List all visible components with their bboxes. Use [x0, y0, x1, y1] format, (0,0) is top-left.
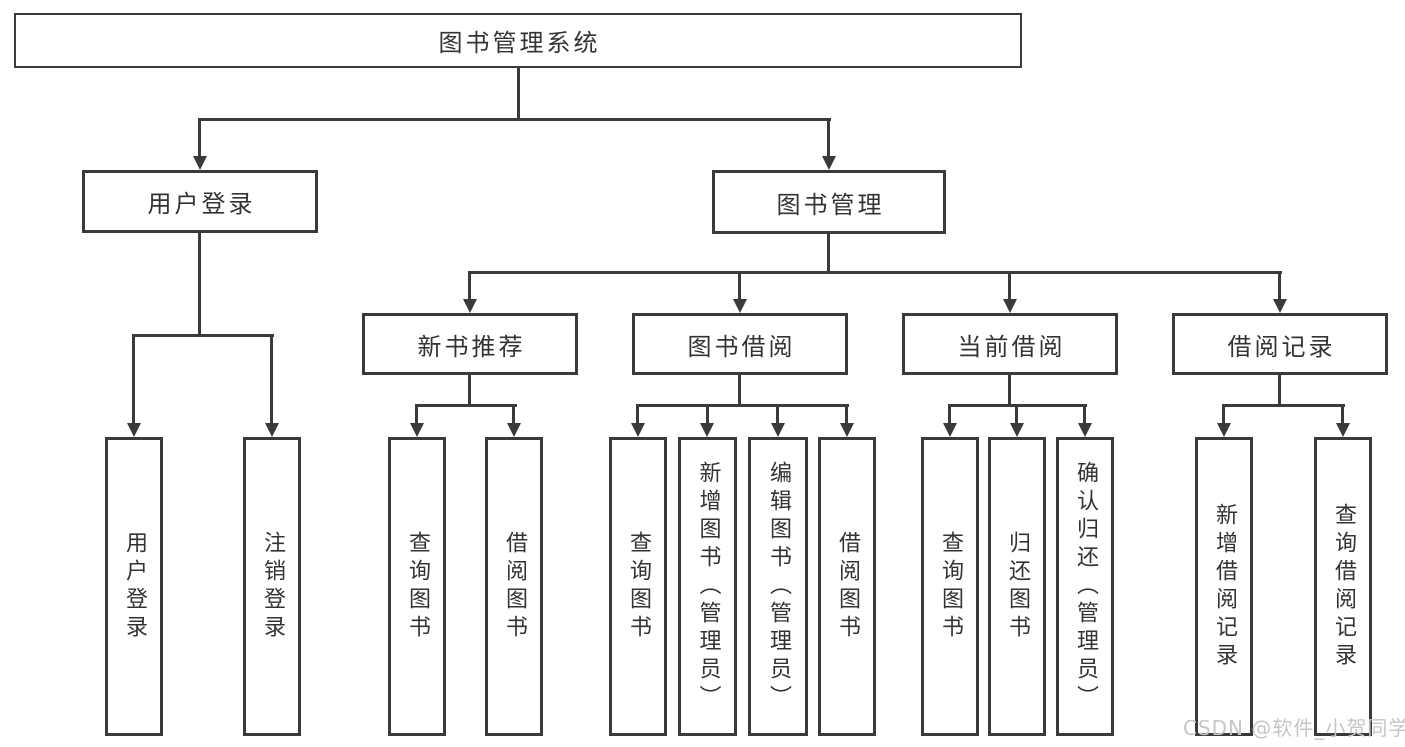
leaf-user-login: 用户登录: [105, 437, 163, 736]
connector-line: [198, 118, 201, 158]
node-label: 编辑图书（管理员）: [766, 460, 791, 713]
node-current-borrowing: 当前借阅: [902, 313, 1118, 375]
connector-line: [132, 334, 135, 426]
node-borrowing-records: 借阅记录: [1172, 313, 1388, 375]
connector-line: [1222, 404, 1345, 407]
node-label: 当前借阅: [957, 332, 1066, 361]
connector-line: [738, 375, 741, 407]
arrowhead-down-icon: [1273, 299, 1287, 313]
node-label: 新书推荐: [417, 332, 526, 361]
node-label: 查询图书: [405, 530, 430, 643]
node-label: 查询借阅记录: [1331, 502, 1356, 671]
connector-line: [468, 271, 1282, 274]
node-label: 借阅图书: [835, 530, 860, 643]
node-label: 用户登录: [122, 530, 147, 643]
arrowhead-down-icon: [193, 156, 207, 170]
connector-line: [1083, 404, 1086, 426]
node-book-borrowing: 图书借阅: [632, 313, 848, 375]
leaf-query-books-current: 查询图书: [921, 437, 979, 736]
connector-line: [415, 404, 517, 407]
node-label: 新增图书（管理员）: [695, 460, 721, 713]
node-label: 图书管理: [776, 190, 885, 219]
arrowhead-down-icon: [840, 423, 854, 437]
connector-line: [776, 404, 779, 426]
connector-line: [1008, 375, 1011, 407]
leaf-add-borrow-record: 新增借阅记录: [1195, 437, 1253, 736]
connector-line: [1278, 375, 1281, 407]
arrowhead-down-icon: [463, 299, 477, 313]
arrowhead-down-icon: [1217, 423, 1231, 437]
arrowhead-down-icon: [1010, 423, 1024, 437]
connector-line: [198, 118, 831, 121]
node-label: 查询图书: [626, 530, 651, 643]
node-new-book-recommendation: 新书推荐: [362, 313, 578, 375]
connector-line: [1008, 271, 1011, 302]
leaf-query-books-borrowing: 查询图书: [609, 437, 667, 736]
connector-line: [636, 404, 639, 426]
leaf-query-borrow-record: 查询借阅记录: [1314, 437, 1372, 736]
csdn-watermark: CSDN @软件_小贺同学: [1183, 716, 1405, 740]
node-user-login: 用户登录: [82, 170, 318, 233]
connector-line: [827, 118, 830, 158]
node-label: 借阅图书: [502, 530, 527, 643]
leaf-confirm-return-admin: 确认归还（管理员）: [1056, 437, 1114, 736]
connector-line: [468, 375, 471, 407]
connector-line: [512, 404, 515, 426]
leaf-add-books-admin: 新增图书（管理员）: [678, 437, 737, 736]
connector-line: [1015, 404, 1018, 426]
connector-line: [270, 334, 273, 426]
connector-line: [1278, 271, 1281, 302]
arrowhead-down-icon: [410, 423, 424, 437]
arrowhead-down-icon: [1003, 299, 1017, 313]
node-label: 归还图书: [1005, 530, 1030, 643]
leaf-edit-books-admin: 编辑图书（管理员）: [748, 437, 808, 736]
connector-line: [468, 271, 471, 302]
node-library-management-system: 图书管理系统: [14, 13, 1022, 68]
arrowhead-down-icon: [700, 423, 714, 437]
node-label: 注销登录: [260, 530, 285, 643]
node-label: 确认归还（管理员）: [1073, 460, 1098, 713]
connector-line: [706, 404, 709, 426]
connector-line: [845, 404, 848, 426]
arrowhead-down-icon: [127, 423, 141, 437]
leaf-borrow-books-recommend: 借阅图书: [485, 437, 543, 736]
node-book-management: 图书管理: [712, 170, 946, 234]
leaf-query-books-recommend: 查询图书: [388, 437, 446, 736]
node-label: 图书管理系统: [438, 29, 601, 57]
connector-line: [415, 404, 418, 426]
arrowhead-down-icon: [1078, 423, 1092, 437]
arrowhead-down-icon: [733, 299, 747, 313]
connector-line: [827, 234, 830, 274]
connector-line: [738, 271, 741, 302]
leaf-borrow-books: 借阅图书: [818, 437, 876, 736]
node-label: 用户登录: [147, 190, 256, 218]
arrowhead-down-icon: [631, 423, 645, 437]
arrowhead-down-icon: [943, 423, 957, 437]
node-label: 新增借阅记录: [1212, 502, 1237, 671]
connector-line: [1222, 404, 1225, 426]
connector-line: [517, 68, 520, 121]
connector-line: [132, 334, 274, 337]
node-label: 图书借阅: [687, 332, 796, 361]
leaf-return-books: 归还图书: [988, 437, 1046, 736]
arrowhead-down-icon: [507, 423, 521, 437]
arrowhead-down-icon: [1336, 423, 1350, 437]
connector-line: [1341, 404, 1344, 426]
arrowhead-down-icon: [771, 423, 785, 437]
connector-line: [636, 404, 849, 407]
leaf-logout: 注销登录: [243, 437, 301, 736]
arrowhead-down-icon: [822, 156, 836, 170]
node-label: 查询图书: [938, 530, 963, 643]
arrowhead-down-icon: [265, 423, 279, 437]
connector-line: [948, 404, 951, 426]
connector-line: [198, 233, 201, 336]
node-label: 借阅记录: [1227, 332, 1336, 361]
